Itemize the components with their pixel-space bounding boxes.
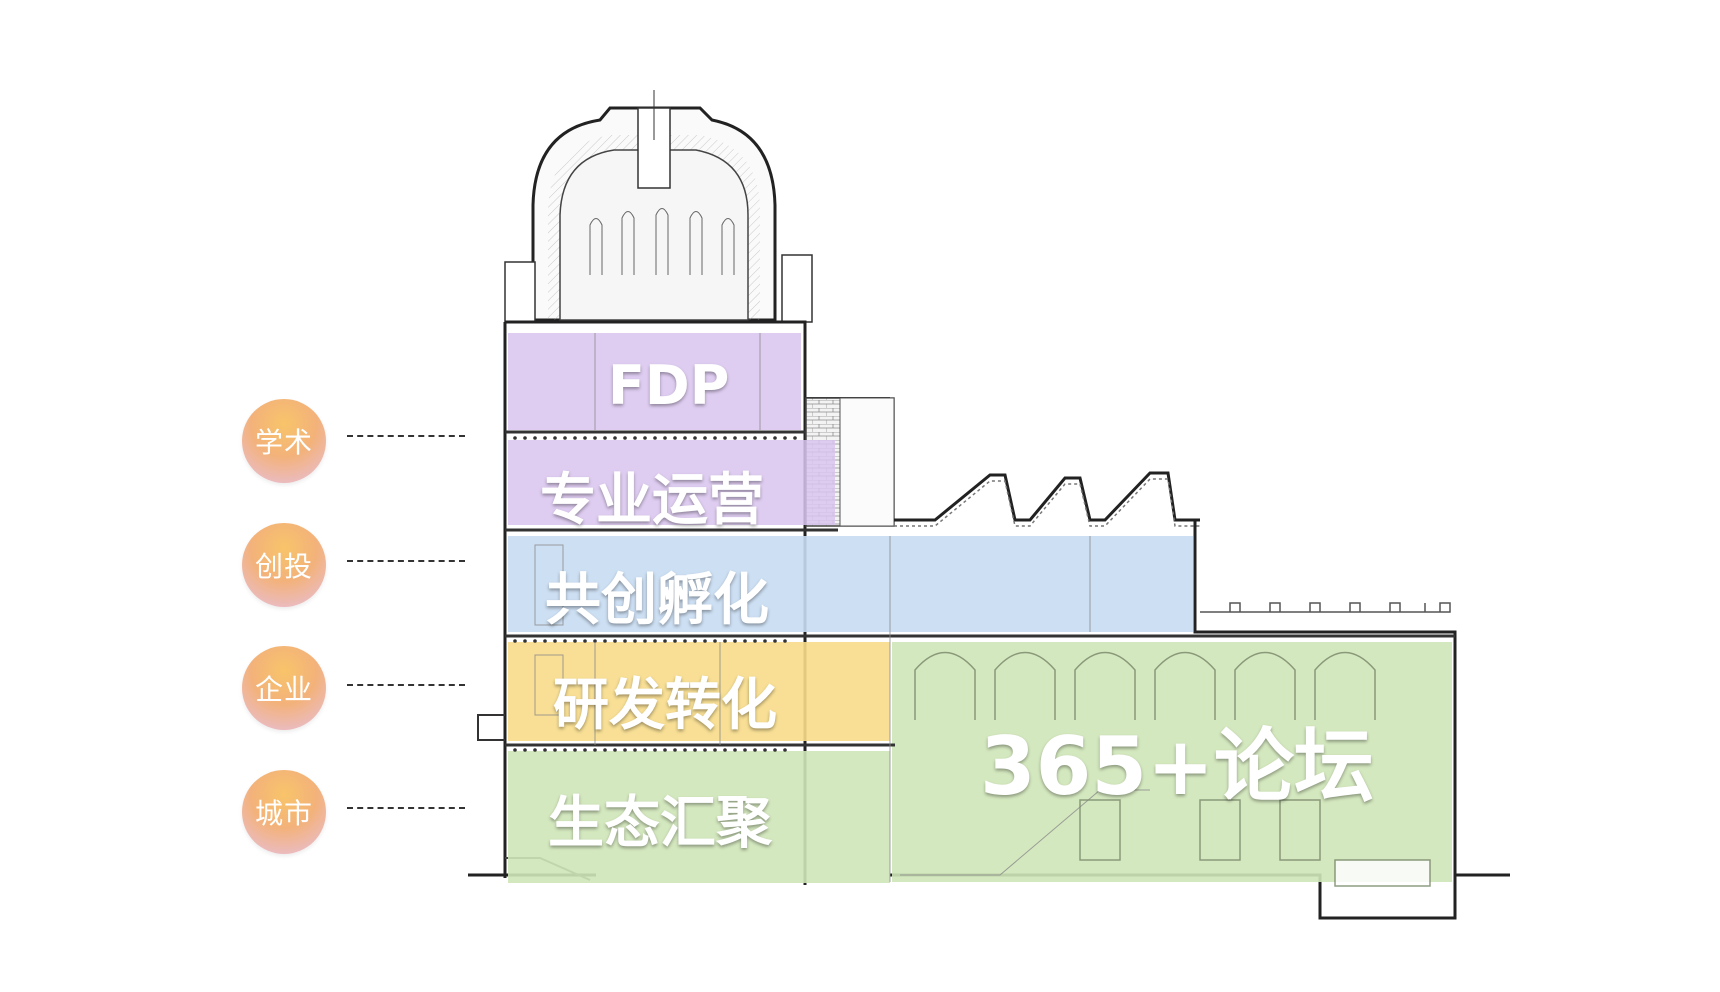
dashed-connector: [347, 807, 465, 809]
interior-lines: [534, 333, 1150, 882]
band-ecosystem-label: 生态汇聚: [548, 791, 772, 856]
level-circle-city: 城市: [242, 770, 326, 854]
band-ecosystem-fill: [508, 751, 890, 883]
band-rnd-fill: [508, 642, 890, 741]
dashed-connector: [347, 435, 465, 437]
level-circle-enterprise: 企业: [242, 646, 326, 730]
band-forum-label: 365+论坛: [980, 720, 1375, 813]
color-bands: [508, 333, 1452, 883]
sawtooth-roof: [894, 471, 1200, 522]
level-circle-academic: 学术: [242, 399, 326, 483]
slab-dots: [513, 436, 797, 752]
band-rnd-label: 研发转化: [553, 673, 777, 738]
level-circle-venture: 创投: [242, 523, 326, 607]
band-fdp-label: FDP: [608, 354, 730, 417]
floor-slabs: [505, 430, 1455, 747]
band-incubation-label: 共创孵化: [545, 568, 769, 633]
band-incubation-fill: [508, 536, 1193, 632]
band-forum-fill: [892, 642, 1452, 882]
band-ops-fill: [508, 440, 835, 525]
dome: [504, 90, 813, 323]
forum-arches: [914, 651, 1431, 887]
band-fdp-fill: [508, 333, 801, 430]
dashed-connector: [347, 560, 465, 562]
dashed-connector: [347, 684, 465, 686]
band-ops-label: 专业运营: [540, 468, 764, 533]
